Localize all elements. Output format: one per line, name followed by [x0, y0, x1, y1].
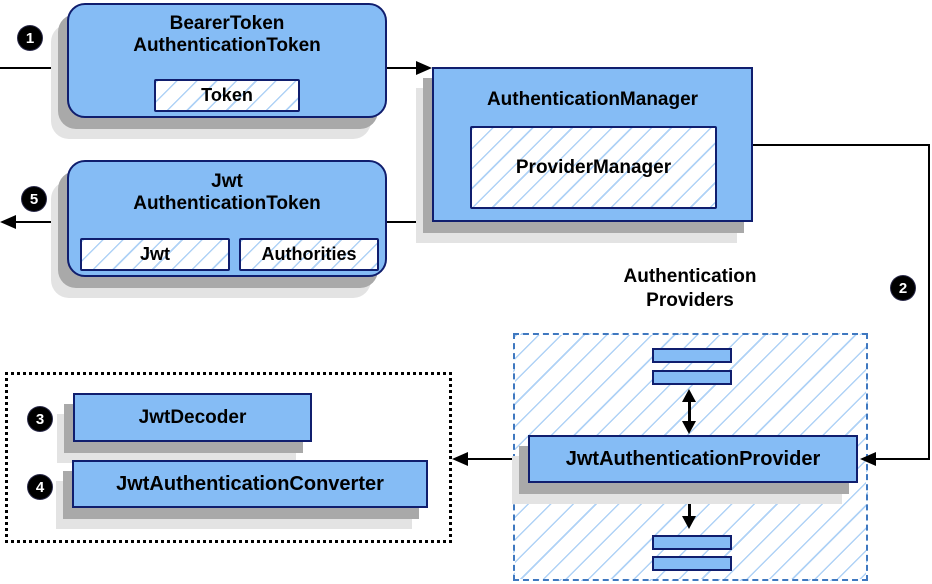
connector-manager-to-provider-bottom — [876, 458, 930, 460]
node-title: AuthenticationManager — [486, 89, 699, 110]
bearer-token-authentication-token-node: BearerToken AuthenticationToken Token — [67, 3, 387, 118]
connector-provider-to-components — [468, 458, 528, 460]
step-3-badge: 3 — [28, 407, 52, 431]
jwt-decoder-node: JwtDecoder — [73, 393, 312, 442]
arrow-left-icon — [452, 452, 468, 466]
provider-manager-chip: ProviderManager — [470, 126, 717, 209]
arrow-right-icon — [416, 61, 432, 75]
step-4-badge: 4 — [28, 475, 52, 499]
connector-manager-to-provider-vertical — [928, 144, 930, 460]
connector-manager-to-provider-top — [753, 144, 930, 146]
connector-bearer-to-manager — [387, 67, 417, 69]
group-label-line: Authentication — [623, 266, 757, 287]
jwt-authentication-converter-node: JwtAuthenticationConverter — [72, 460, 428, 508]
connector-request-in — [0, 67, 67, 69]
token-chip: Token — [154, 79, 300, 112]
authentication-providers-label: Authentication Providers — [590, 265, 790, 313]
other-provider-rect — [652, 535, 732, 550]
group-label-line: Providers — [646, 290, 734, 311]
connector-provider-list-top — [688, 396, 691, 428]
connector-manager-to-jwt-token — [387, 221, 432, 223]
authentication-manager-node: AuthenticationManager ProviderManager — [432, 67, 753, 222]
step-5-badge: 5 — [22, 187, 46, 211]
jwt-authentication-provider-node: JwtAuthenticationProvider — [528, 435, 858, 483]
connector-provider-list-bottom — [688, 494, 691, 522]
node-title-line: BearerToken — [169, 13, 285, 34]
connector-response-out — [16, 221, 67, 223]
arrow-left-icon — [860, 452, 876, 466]
step-1-badge: 1 — [18, 26, 42, 50]
jwt-authentication-token-node: Jwt AuthenticationToken Jwt Authorities — [67, 160, 387, 277]
arrow-left-icon — [0, 215, 16, 229]
jwt-components-container — [5, 372, 452, 543]
node-title-line: AuthenticationToken — [133, 193, 321, 214]
node-title-line: AuthenticationToken — [133, 35, 321, 56]
other-provider-rect — [652, 348, 732, 363]
jwt-chip: Jwt — [80, 238, 230, 271]
other-provider-rect — [652, 556, 732, 571]
node-title-line: Jwt — [211, 171, 243, 192]
other-provider-rect — [652, 370, 732, 385]
arrow-down-icon — [682, 421, 696, 434]
authorities-chip: Authorities — [239, 238, 379, 271]
arrow-down-icon — [682, 516, 696, 529]
step-2-badge: 2 — [891, 276, 915, 300]
arrow-up-icon — [682, 389, 696, 402]
arrow-up-icon — [682, 487, 696, 500]
